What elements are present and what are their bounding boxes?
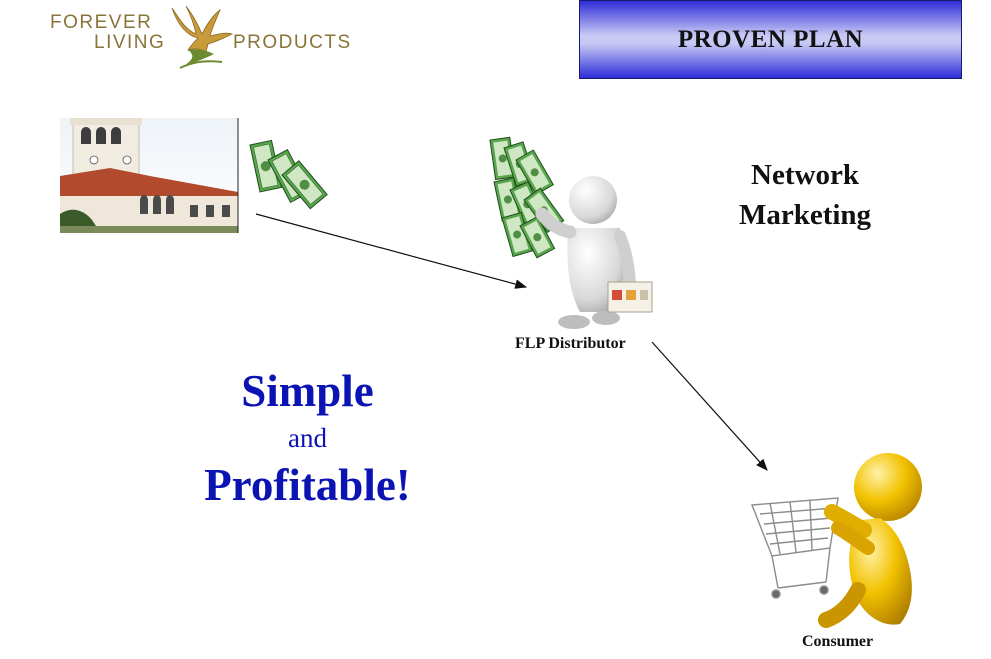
tagline-simple: Simple [241, 366, 374, 416]
tagline-and: and [288, 423, 327, 453]
company-logo: FOREVER LIVING PRODUCTS [48, 4, 358, 70]
network-marketing-line1: Network [751, 159, 859, 191]
title-box: PROVEN PLAN [579, 0, 962, 79]
slide-title: PROVEN PLAN [677, 25, 864, 53]
tagline-profitable: Profitable! [204, 460, 411, 510]
logo-text-living: LIVING [94, 32, 166, 53]
building-image [60, 118, 239, 233]
network-marketing-line2: Marketing [738, 199, 872, 231]
distributor-figure [489, 136, 653, 329]
eagle-logo-icon [171, 5, 234, 69]
shopping-cart-icon [751, 497, 839, 599]
logo-text-forever: FOREVER [50, 12, 153, 33]
distributor-label: FLP Distributor [515, 335, 626, 352]
consumer-label: Consumer [802, 633, 874, 650]
arrow-to-consumer [651, 341, 768, 471]
consumer-figure [818, 453, 922, 628]
logo-text-products: PRODUCTS [233, 32, 352, 53]
tagline: Simple and Profitable! [180, 363, 435, 513]
money-stack-icon [249, 139, 328, 210]
arrow-to-distributor [255, 213, 528, 289]
network-marketing-heading: Network Marketing [700, 155, 910, 235]
